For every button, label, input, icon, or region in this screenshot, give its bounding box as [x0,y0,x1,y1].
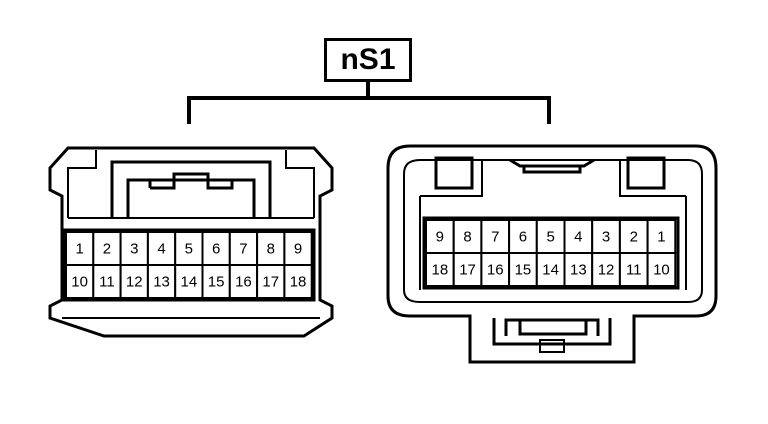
pin-number: 8 [267,241,275,258]
pin-number: 2 [630,229,638,246]
pin-number: 13 [153,274,170,291]
pin-number: 3 [130,241,138,258]
pin-number: 10 [71,274,88,291]
pin-cell [65,264,95,299]
pin-number: 9 [294,241,302,258]
left-connector-inner-frame [67,150,315,219]
pin-number: 10 [653,262,670,279]
right-pin-area [422,216,680,290]
pin-number: 18 [290,274,307,291]
right-top-key [509,158,595,174]
pin-number: 18 [432,262,449,279]
pin-cell [591,219,621,254]
pin-number: 3 [602,229,610,246]
pin-cell [146,264,177,299]
pin-number: 1 [75,241,83,258]
pin-number: 11 [626,262,642,279]
pin-number: 6 [212,241,220,258]
pin-cell [256,231,286,266]
pin-number: 14 [542,262,559,279]
pin-number: 12 [126,274,143,291]
pin-number: 12 [598,262,615,279]
pin-number: 5 [185,241,193,258]
pin-number: 4 [574,229,582,246]
pin-number: 5 [546,229,554,246]
pin-cell [201,264,231,299]
pin-number: 16 [235,274,252,291]
right-connector-outline [386,144,718,364]
right-lock-right [626,156,666,190]
pin-number: 15 [515,262,532,279]
pin-number: 6 [519,229,527,246]
left-connector-latch-tab [148,172,234,190]
pin-cell [646,219,677,254]
connector-label: nS1 [324,38,412,82]
pin-number: 1 [657,229,665,246]
right-lock-left [434,156,474,190]
right-connector: 9 8 7 6 5 4 3 2 1 18 17 16 15 14 13 12 11 10 [386,144,718,364]
pin-number: 4 [157,241,165,258]
left-pin-area [62,228,316,302]
pin-cell [646,252,677,287]
pin-cell [452,219,483,254]
right-bottom-tab [539,339,565,353]
pin-number: 17 [459,262,476,279]
right-inner-frame [419,160,687,290]
pin-number: 14 [181,274,198,291]
pin-number: 15 [208,274,225,291]
pin-number: 8 [463,229,471,246]
pin-cell [228,264,259,299]
label-bracket [187,82,551,124]
left-connector-latch [110,160,272,218]
pin-number: 7 [239,241,247,258]
pin-cell [283,264,313,299]
right-bottom-lock [492,318,612,346]
pin-cell [618,252,649,287]
pin-cell [452,252,483,287]
pin-number: 13 [570,262,587,279]
pin-number: 7 [491,229,499,246]
pin-cell [174,231,204,266]
pin-number: 2 [103,241,111,258]
left-connector-outline [48,146,334,338]
pin-cell [256,264,286,299]
pin-cell [425,219,455,254]
right-pin-grid: 9 8 7 6 5 4 3 2 1 18 17 16 15 14 13 12 11 10 [425,219,677,287]
pin-number: 11 [99,274,115,291]
right-connector-inner-outline [403,159,703,303]
pin-cell [425,252,455,287]
pin-number: 17 [262,274,279,291]
pin-number: 16 [487,262,504,279]
pin-cell [480,252,511,287]
pin-number: 9 [436,229,444,246]
